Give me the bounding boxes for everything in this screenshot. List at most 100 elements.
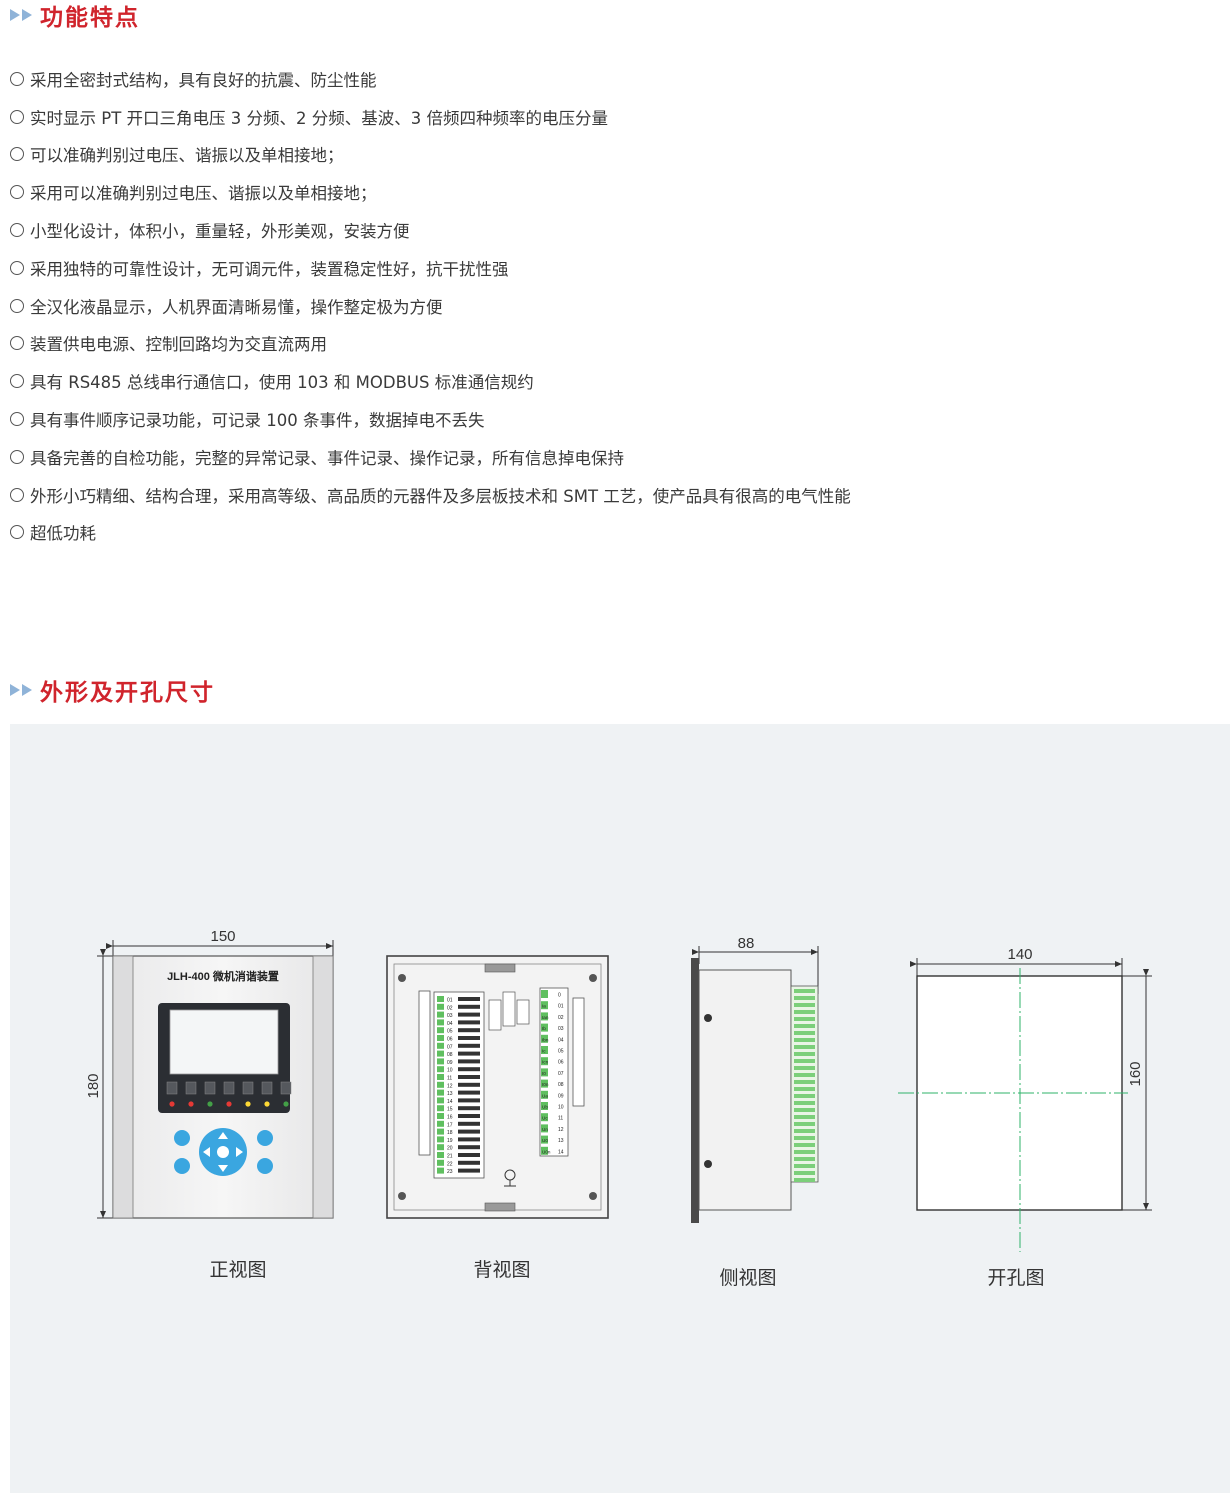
arrow-right-icon [236, 1147, 243, 1157]
terminal-number: 12 [447, 1083, 453, 1089]
cutout-width-label: 140 [1007, 946, 1032, 963]
key-button[interactable] [257, 1130, 273, 1146]
screw-icon [398, 1192, 406, 1200]
terminal-rib [794, 1150, 815, 1154]
terminal-number: 01 [558, 1004, 564, 1010]
terminal-rib [794, 1164, 815, 1168]
terminal-label: I0 [542, 1071, 546, 1076]
terminal-rib [794, 1080, 815, 1084]
center-key-button[interactable] [217, 1146, 229, 1158]
key-button[interactable] [174, 1130, 190, 1146]
indicator-button [280, 1081, 292, 1095]
terminal-screw [541, 1102, 548, 1110]
back-view: 0102030405060708091011121314151617181920… [386, 955, 609, 1281]
terminal-screw [437, 1152, 444, 1158]
terminal-legend [458, 1121, 480, 1126]
terminal-label: Ibn [542, 1037, 549, 1042]
terminal-legend [458, 1160, 480, 1165]
indicator-button [166, 1081, 178, 1095]
feature-item: 具有 RS485 总线串行通信口，使用 103 和 MODBUS 标准通信规约 [10, 362, 851, 400]
indicator-button [223, 1081, 235, 1095]
terminal-screw [437, 996, 444, 1002]
terminal-legend [458, 1067, 480, 1072]
indicator-leds [166, 1081, 292, 1107]
key-button[interactable] [257, 1158, 273, 1174]
terminal-screw [541, 1001, 548, 1010]
circle-bullet-icon [10, 374, 24, 389]
front-view: 150 180 JLH-400 微机消谐装置 [85, 928, 334, 1281]
terminal-screw [437, 1136, 444, 1143]
feature-item: 超低功耗 [10, 514, 851, 552]
double-arrow-icon [10, 9, 32, 21]
terminal-number: 07 [447, 1044, 453, 1050]
keypad [174, 1128, 273, 1176]
feature-item: 全汉化液晶显示，人机界面清晰易懂，操作整定极为方便 [10, 287, 851, 325]
circle-bullet-icon [10, 487, 24, 502]
terminal-screw [541, 990, 548, 998]
left-terminal-rows: 0102030405060708091011121314151617181920… [437, 996, 480, 1175]
terminal-screw [541, 1034, 548, 1043]
terminal-label: Ib [542, 1026, 546, 1031]
feature-item: 采用全密封式结构，具有良好的抗震、防尘性能 [10, 60, 851, 98]
terminal-number: 04 [447, 1021, 453, 1027]
terminal-screw [541, 1124, 548, 1133]
terminal-number: 11 [558, 1116, 563, 1122]
terminal-label: Ian [542, 1015, 549, 1020]
terminal-rib [794, 1101, 815, 1105]
terminal-screw [541, 1135, 548, 1144]
terminal-screw [437, 1144, 444, 1151]
terminal-screw [437, 1120, 444, 1127]
terminal-label: Ic [542, 1049, 546, 1054]
arrow-left-icon [203, 1147, 210, 1157]
terminal-number: 08 [447, 1052, 453, 1058]
terminal-label: Icn [542, 1060, 549, 1065]
terminal-label: I0n [542, 1082, 549, 1087]
terminal-label: Ia [542, 1004, 546, 1009]
feature-item: 可以准确判别过电压、谐振以及单相接地； [10, 136, 851, 174]
terminal-rib [794, 1115, 815, 1119]
terminal-legend [458, 1137, 480, 1142]
terminal-rib [794, 989, 815, 993]
screw-icon [589, 1192, 597, 1200]
terminal-legend [458, 997, 480, 1001]
terminal-rib [794, 1010, 815, 1014]
cutout-view: 140 160 开孔图 [898, 946, 1152, 1289]
terminal-rib [794, 1059, 815, 1063]
led-indicator [226, 1101, 232, 1107]
circle-bullet-icon [10, 71, 24, 86]
terminal-legend [458, 1153, 480, 1157]
terminal-screw [437, 1105, 444, 1112]
dimensions-header: 外形及开孔尺寸 [10, 675, 215, 706]
terminal-number: 08 [558, 1082, 564, 1088]
terminal-number: 13 [558, 1138, 564, 1144]
double-arrow-icon [10, 684, 32, 696]
feature-item: 外形小巧精细、结构合理，采用高等级、高品质的元器件及多层板技术和 SMT 工艺，… [10, 476, 851, 514]
terminal-legend [458, 1168, 480, 1173]
terminal-screw [541, 1113, 548, 1122]
key-button[interactable] [174, 1158, 190, 1174]
terminal-rib [794, 1136, 815, 1140]
terminal-rib [794, 1052, 815, 1056]
right-terminal-rows: 001Ia02Ian03Ib04Ibn05Ic06Icn07I008I0n09U… [541, 990, 564, 1155]
terminal-legend [458, 1082, 480, 1087]
terminal-number: 03 [447, 1013, 453, 1019]
terminal-screw [437, 1058, 444, 1065]
terminal-label: Ua [542, 1093, 548, 1098]
terminal-screw [437, 1097, 444, 1104]
lcd-screen [169, 1009, 279, 1075]
terminal-rib [794, 1024, 815, 1028]
clip-icon [704, 1014, 712, 1022]
terminal-rib [794, 996, 815, 1000]
terminal-legend [458, 1020, 480, 1025]
dimension-drawings: 150 180 JLH-400 微机消谐装置 [85, 928, 1152, 1289]
terminal-number: 06 [447, 1037, 453, 1043]
terminal-screw [541, 1090, 548, 1099]
terminal-number: 18 [447, 1130, 453, 1136]
feature-item: 实时显示 PT 开口三角电压 3 分频、2 分频、基波、3 倍频四种频率的电压分… [10, 98, 851, 136]
terminal-number: 16 [447, 1115, 453, 1121]
terminal-rib [794, 1129, 815, 1133]
terminal-rib [794, 1031, 815, 1035]
cutout-view-caption: 开孔图 [987, 1267, 1044, 1289]
terminal-screw [541, 1023, 548, 1032]
feature-item: 采用可以准确判别过电压、谐振以及单相接地； [10, 173, 851, 211]
